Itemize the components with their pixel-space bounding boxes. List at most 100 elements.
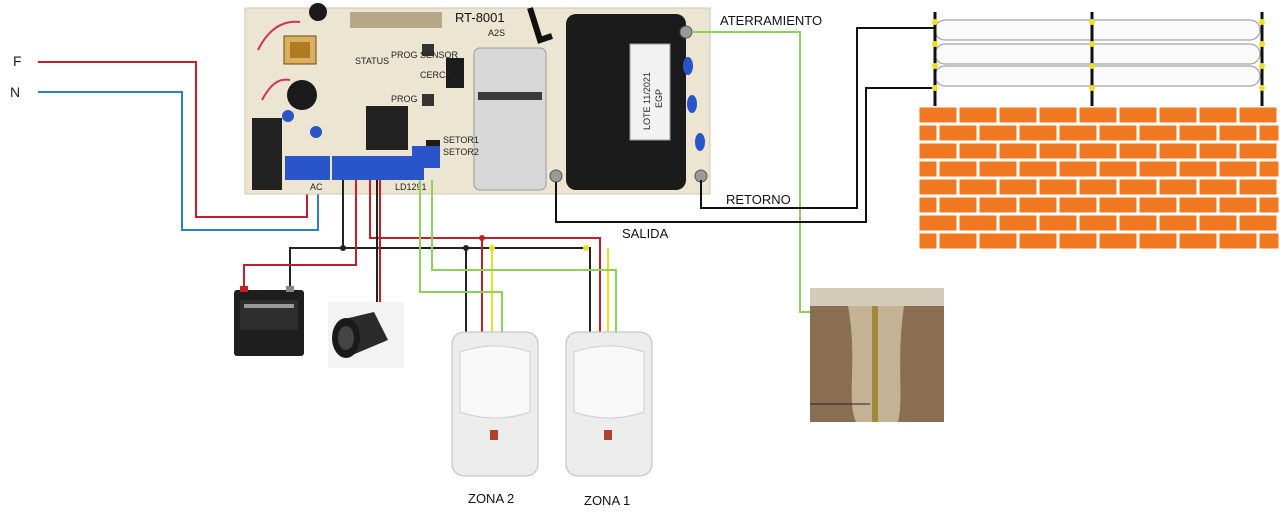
battery (234, 286, 304, 356)
brick (1139, 197, 1177, 213)
brick (1199, 215, 1237, 231)
brick (1059, 233, 1097, 249)
brick (999, 215, 1037, 231)
brick (919, 179, 957, 195)
board-sector2: SETOR2 (443, 147, 479, 157)
brick (1079, 143, 1117, 159)
brick (1259, 233, 1279, 249)
brick (1179, 161, 1217, 177)
brick (1199, 179, 1237, 195)
brick (1139, 233, 1177, 249)
brick (979, 233, 1017, 249)
brick (1019, 233, 1057, 249)
neutral-label: N (10, 84, 20, 100)
output-label: SALIDA (622, 226, 669, 241)
brick (1259, 197, 1279, 213)
brick (1159, 143, 1197, 159)
brick (1019, 197, 1057, 213)
brick (959, 143, 997, 159)
board-prog: PROG (391, 94, 418, 104)
brick (999, 107, 1037, 123)
brick (919, 107, 957, 123)
brick (1039, 143, 1077, 159)
brick (1139, 125, 1177, 141)
ground-wire (692, 31, 875, 313)
brick (1219, 161, 1257, 177)
brick (1199, 107, 1237, 123)
brick (979, 125, 1017, 141)
brick (1139, 161, 1177, 177)
brick (939, 233, 977, 249)
brick (919, 125, 937, 141)
brick (1099, 197, 1137, 213)
pir-sensor-zone2 (451, 331, 539, 477)
brick (1059, 125, 1097, 141)
brick (959, 215, 997, 231)
ground-rod (810, 288, 944, 422)
brick (1079, 215, 1117, 231)
brick (1179, 233, 1217, 249)
brick (1219, 197, 1257, 213)
return-label: RETORNO (726, 192, 791, 207)
brick (979, 197, 1017, 213)
brick (1239, 143, 1277, 159)
brick (1179, 197, 1217, 213)
brick (1119, 179, 1157, 195)
brick (1119, 143, 1157, 159)
brick (1219, 125, 1257, 141)
brick (1259, 125, 1279, 141)
brick (1099, 125, 1137, 141)
brick (1239, 107, 1277, 123)
board-batch: LOTE 11/2021 (642, 72, 652, 130)
brick (1259, 161, 1279, 177)
accessory-wires (243, 180, 617, 335)
brick (959, 179, 997, 195)
brick (1239, 215, 1277, 231)
brick (919, 143, 957, 159)
board-connector-code: LD1291 (395, 182, 427, 192)
brick (1039, 107, 1077, 123)
brick (919, 233, 937, 249)
ground-label: ATERRAMIENTO (720, 13, 822, 28)
brick (1039, 179, 1077, 195)
brick (1239, 179, 1277, 195)
brick (1059, 197, 1097, 213)
board-version: A2S (488, 28, 505, 38)
brick (959, 107, 997, 123)
siren (328, 302, 404, 368)
brick-wall (918, 106, 1280, 250)
board-status: STATUS (355, 56, 389, 66)
brick (999, 179, 1037, 195)
fence-wires (555, 27, 935, 223)
pir-sensor-zone1 (565, 331, 653, 477)
board-brand: EGP (654, 89, 664, 108)
brick (1019, 161, 1057, 177)
electric-fence (932, 12, 1265, 108)
board-ac: AC (310, 182, 323, 192)
board-sector1: SETOR1 (443, 135, 479, 145)
brick (1099, 233, 1137, 249)
brick (1119, 215, 1157, 231)
phase-label: F (13, 53, 22, 69)
brick (1059, 161, 1097, 177)
control-board (244, 3, 711, 195)
brick (1099, 161, 1137, 177)
board-prog-sensor: PROG SENSOR (391, 50, 459, 60)
mains-wires (38, 61, 319, 231)
brick (1019, 125, 1057, 141)
brick (1079, 107, 1117, 123)
brick (1199, 143, 1237, 159)
brick (1219, 233, 1257, 249)
brick (919, 197, 937, 213)
brick (1159, 107, 1197, 123)
brick (1039, 215, 1077, 231)
brick (1119, 107, 1157, 123)
brick (1159, 179, 1197, 195)
zone2-label: ZONA 2 (468, 491, 514, 506)
brick (919, 215, 957, 231)
brick (939, 197, 977, 213)
brick (919, 161, 937, 177)
brick (1159, 215, 1197, 231)
brick (939, 161, 977, 177)
